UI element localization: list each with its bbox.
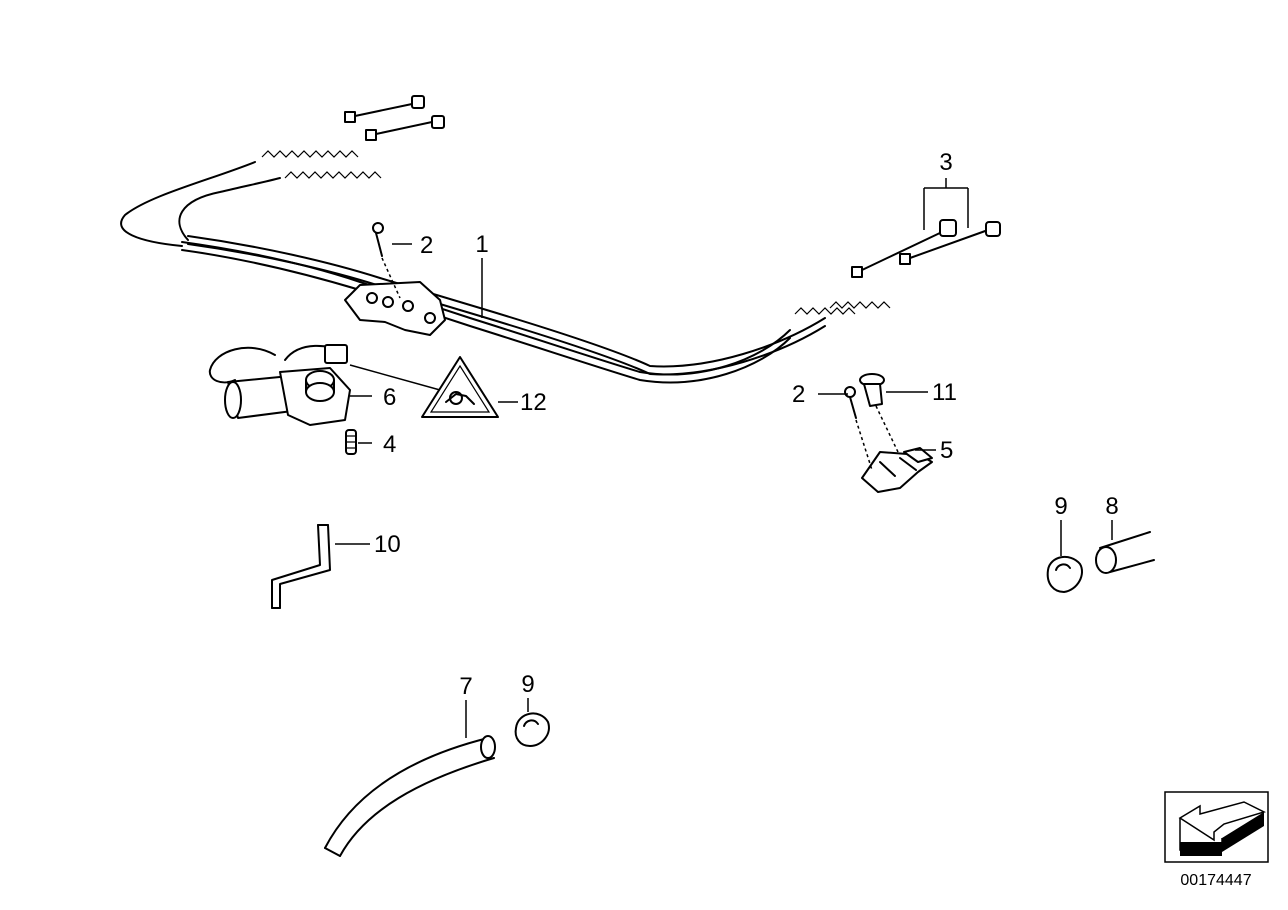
callout-4: 4	[383, 431, 396, 458]
callout-10: 10	[374, 531, 401, 558]
screw-lower	[844, 386, 873, 471]
drive-cable-assembly	[120, 95, 1001, 384]
hose-clip-lower	[514, 712, 550, 747]
callout-1: 1	[475, 231, 488, 258]
leader-lines	[335, 178, 1113, 738]
hex-key	[271, 524, 331, 609]
hose-short	[1095, 531, 1155, 574]
callout-6: 6	[383, 384, 396, 411]
motor-screw	[345, 429, 357, 455]
callout-5: 5	[940, 437, 953, 464]
callout-9-right: 9	[1054, 493, 1067, 520]
callout-9-lower: 9	[521, 671, 534, 698]
hose-clip-right	[1046, 555, 1083, 593]
countersunk-screw	[859, 373, 899, 453]
screw-upper	[372, 222, 401, 299]
callout-8: 8	[1105, 493, 1118, 520]
orientation-box	[1164, 791, 1269, 863]
callout-7: 7	[459, 673, 472, 700]
warning-triangle-icon	[421, 356, 499, 418]
callout-12: 12	[520, 389, 547, 416]
hose-long	[324, 735, 496, 857]
callout-11: 11	[932, 379, 957, 406]
guide-bracket	[861, 447, 933, 493]
callout-2-upper: 2	[420, 232, 433, 259]
callout-3: 3	[939, 149, 952, 176]
callout-2-lower: 2	[792, 381, 805, 408]
sunroof-motor	[208, 344, 351, 426]
document-number: 00174447	[1180, 872, 1251, 889]
arrow-left-down-icon	[1178, 801, 1267, 856]
